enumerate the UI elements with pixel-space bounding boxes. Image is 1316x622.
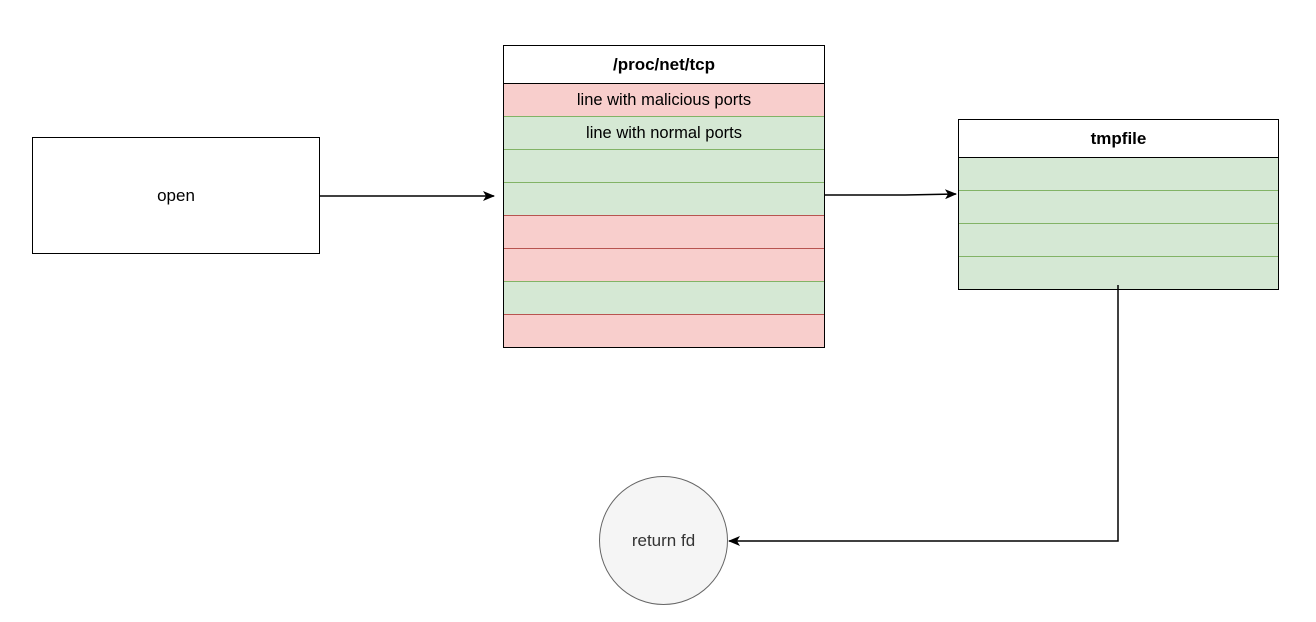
tcp-row bbox=[504, 314, 824, 347]
tcp-row bbox=[504, 149, 824, 182]
tmpfile-title: tmpfile bbox=[959, 120, 1278, 158]
tcp-row bbox=[504, 182, 824, 215]
tcp-row bbox=[504, 248, 824, 281]
tcp-row bbox=[504, 281, 824, 314]
proc-net-tcp-table: /proc/net/tcp line with malicious ports … bbox=[503, 45, 825, 348]
open-node-label: open bbox=[157, 185, 195, 205]
tmpfile-row bbox=[959, 190, 1278, 223]
return-fd-node: return fd bbox=[599, 476, 728, 605]
tcp-row: line with malicious ports bbox=[504, 84, 824, 116]
tmpfile-row bbox=[959, 256, 1278, 289]
proc-net-tcp-title: /proc/net/tcp bbox=[504, 46, 824, 84]
tmpfile-row bbox=[959, 223, 1278, 256]
tcp-row: line with normal ports bbox=[504, 116, 824, 149]
open-node: open bbox=[32, 137, 320, 254]
arrow-tmpfile-to-return bbox=[728, 285, 1119, 546]
return-fd-label: return fd bbox=[631, 530, 696, 550]
tmpfile-row bbox=[959, 158, 1278, 190]
tcp-row bbox=[504, 215, 824, 248]
arrow-tcp-to-tmpfile bbox=[825, 189, 957, 200]
tmpfile-table: tmpfile bbox=[958, 119, 1279, 290]
